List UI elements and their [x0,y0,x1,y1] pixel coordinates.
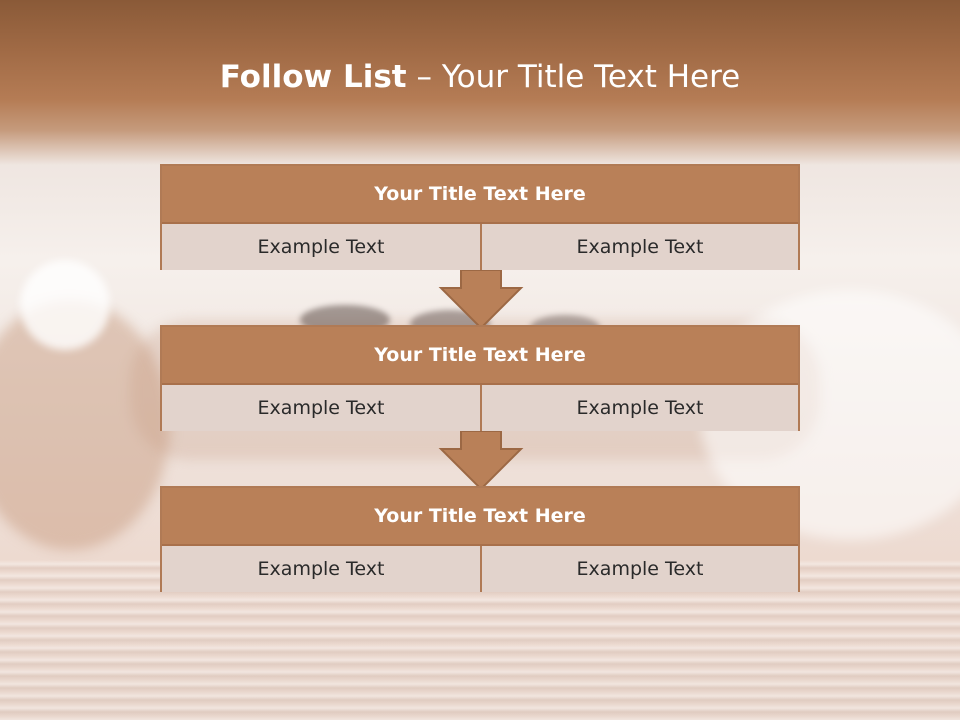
slide-title-bold: Follow List [219,59,407,95]
box-title: Your Title Text Here [162,327,798,385]
box-cell-left: Example Text [162,385,482,431]
background-flower [20,260,110,350]
box-cell-left: Example Text [162,546,482,592]
box-title: Your Title Text Here [162,488,798,546]
box-cell-right: Example Text [482,385,798,431]
box-cell-right: Example Text [482,546,798,592]
follow-box-3: Your Title Text Here Example Text Exampl… [160,486,800,592]
follow-box-1: Your Title Text Here Example Text Exampl… [160,164,800,270]
box-cell-left: Example Text [162,224,482,270]
slide-title-rest: – Your Title Text Here [406,59,741,95]
slide-title: Follow List – Your Title Text Here [0,55,960,99]
box-cell-right: Example Text [482,224,798,270]
down-arrow-icon [438,431,524,491]
down-arrow-icon [438,270,524,330]
box-title: Your Title Text Here [162,166,798,224]
follow-box-2: Your Title Text Here Example Text Exampl… [160,325,800,431]
